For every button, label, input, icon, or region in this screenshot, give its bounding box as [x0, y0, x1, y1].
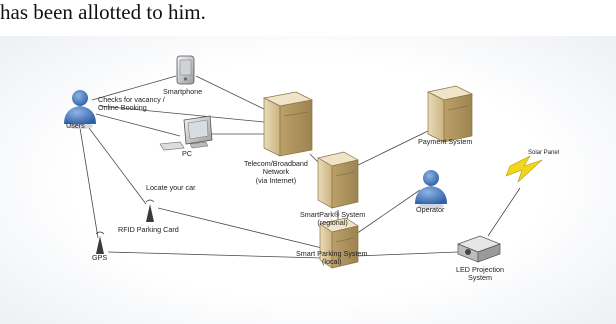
local-server-label: Smart Parking System (local)	[296, 249, 368, 267]
telecom-server-icon	[262, 91, 314, 157]
telecom-label-line3: (via Internet)	[255, 175, 297, 185]
pc-label: PC	[182, 149, 192, 158]
local-server-label-line1: Smart Parking System	[296, 249, 368, 258]
smartphone-label: Smartphone	[163, 87, 203, 96]
rfid-antenna-icon	[145, 199, 155, 222]
solar-label: Solar Panel	[528, 150, 560, 156]
led-label: LED Projection System	[456, 265, 504, 283]
led-label-line2: System	[467, 273, 492, 283]
lightning-icon	[505, 155, 543, 184]
edge-users-telecom	[99, 105, 265, 123]
edge-users-smartphone	[91, 75, 177, 101]
smartpark-server-icon	[317, 151, 359, 209]
edge-users-rfid	[85, 123, 147, 205]
edge-telecom-smartpark	[309, 153, 319, 163]
diagram-canvas	[64, 55, 543, 269]
pc-icon	[159, 115, 213, 151]
payment-server-icon	[426, 85, 474, 143]
edge-users-pc	[95, 113, 181, 137]
gps-antenna-icon	[95, 231, 105, 254]
smartpark-label: SmartPark® System (regional)	[300, 210, 366, 228]
locate-car-label: Locate your car	[146, 183, 196, 192]
telecom-label-line2: Network	[262, 167, 290, 177]
operator-icon	[415, 170, 447, 209]
gps-label: GPS	[92, 253, 108, 262]
rfid-label: RFID Parking Card	[118, 225, 179, 234]
payment-label: Payment System	[418, 137, 473, 146]
smartpark-label-line2: (regional)	[317, 218, 348, 228]
edge-rfid-local	[157, 207, 323, 249]
edge-solar-led	[487, 187, 521, 237]
operator-label: Operator	[416, 205, 445, 214]
telecom-label-line1: Telecom/Broadband	[244, 159, 308, 168]
smartphone-icon	[176, 55, 195, 85]
edge-smartphone-telecom	[195, 75, 267, 111]
edge-operator-local	[355, 189, 421, 235]
local-server-icon	[319, 217, 359, 269]
telecom-label: Telecom/Broadband Network (via Internet)	[244, 159, 308, 185]
users-label: Users	[66, 121, 85, 130]
caption-text: has been allotted to him.	[0, 0, 206, 24]
diagram: Users Smartphone PC Telecom/Broadband Ne…	[0, 36, 616, 324]
edge-smartpark-payment	[351, 129, 431, 169]
local-server-label-line2: (local)	[321, 257, 342, 267]
edge-gps-local	[107, 251, 323, 259]
checks-vacancy-label: Checks for vacancy / Online Booking	[98, 95, 165, 113]
checks-vacancy-line2: Online Booking	[98, 103, 147, 113]
edge-users-gps	[79, 127, 99, 239]
edge-local-led	[355, 251, 459, 257]
led-label-line1: LED Projection	[456, 265, 504, 274]
checks-vacancy-line1: Checks for vacancy /	[98, 95, 165, 104]
smartpark-label-line1: SmartPark® System	[300, 210, 366, 219]
connection-lines	[79, 75, 521, 259]
projector-icon	[457, 235, 501, 263]
users-icon	[64, 90, 96, 129]
